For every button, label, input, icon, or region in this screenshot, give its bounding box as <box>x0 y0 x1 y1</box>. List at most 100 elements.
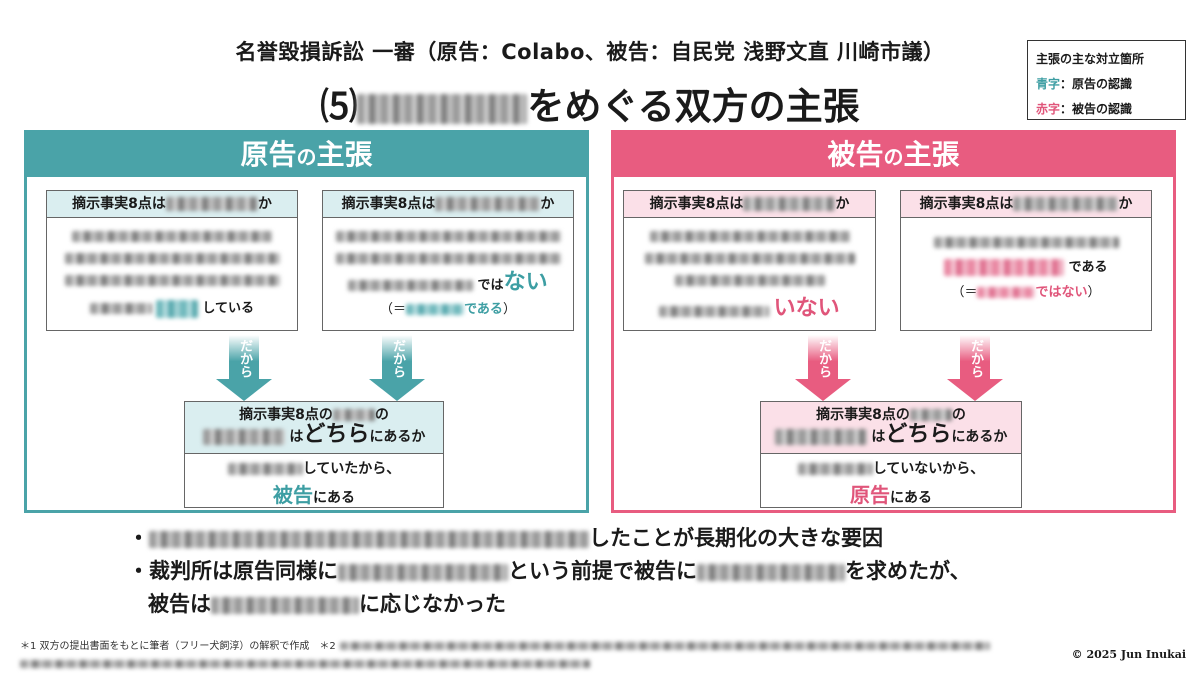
concl-body-line1: していないから、 <box>872 461 985 477</box>
concl-line1-prefix: 摘示事実8点の <box>239 407 333 423</box>
box-head-suffix: か <box>835 196 850 212</box>
redacted-text <box>90 303 153 314</box>
box-body-text: している <box>202 301 254 316</box>
concl-body-tail: にある <box>890 490 932 506</box>
paren-open: （＝ <box>951 285 978 300</box>
copyright: © 2025 Jun Inukai <box>1071 648 1186 661</box>
redacted-text <box>697 563 845 581</box>
arrow-label: だから <box>960 335 990 379</box>
legend-blue-key: 青字 <box>1036 77 1061 91</box>
bullet-2-text-a: ・裁判所は原告同様に <box>128 559 338 583</box>
box-body-accent: ない <box>503 270 548 295</box>
redacted-text <box>335 231 561 242</box>
redacted-text <box>227 463 303 475</box>
defendant-conclusion-box: 摘示事実8点のの はどちらにあるか していないから、 原告にある <box>760 401 1022 508</box>
box-head-suffix: か <box>257 196 272 212</box>
redacted-text <box>674 275 825 286</box>
defendant-claim-box-1-head: 摘示事実8点は か <box>624 191 875 218</box>
concl-line2-big: どちら <box>885 422 952 447</box>
box-head-prefix: 摘示事実8点は <box>72 196 166 212</box>
defendant-header-main: 被告 <box>827 138 884 171</box>
redacted-text <box>797 463 873 475</box>
redacted-text <box>659 306 770 317</box>
arrow-down-icon <box>795 379 851 401</box>
box-head-prefix: 摘示事実8点は <box>649 196 744 212</box>
arrow-label: だから <box>382 335 412 379</box>
box-head-suffix: か <box>1118 196 1133 212</box>
plaintiff-panel-header: 原告の主張 <box>27 133 586 177</box>
plaintiff-conclusion-head: 摘示事実8点のの はどちらにあるか <box>185 402 443 454</box>
redacted-text <box>211 596 359 614</box>
redacted-text <box>1013 197 1119 211</box>
concl-line2-tail: にあるか <box>951 429 1008 445</box>
plaintiff-claim-box-1-body: している <box>47 218 297 328</box>
redacted-text <box>357 93 528 124</box>
page-subtitle: ⑸をめぐる双方の主張 <box>200 76 980 130</box>
plaintiff-claim-box-1: 摘示事実8点は か している <box>46 190 298 331</box>
plaintiff-header-main: 原告 <box>240 138 297 171</box>
box-body-text: では <box>477 278 504 293</box>
bullet-2-text-c: を求めたが、 <box>845 559 971 583</box>
redacted-text <box>348 280 474 291</box>
page-title: 名誉毀損訴訟 一審（原告：Colabo、被告：自民党 浅野文直 川崎市議） <box>235 40 945 64</box>
concl-body-accent: 被告 <box>273 483 313 507</box>
bullet-2-text-e: に応じなかった <box>359 592 506 616</box>
defendant-arrow-2: だから <box>947 335 1003 401</box>
summary-bullets: ・したことが長期化の大きな要因 ・裁判所は原告同様にという前提で被告にを求めたが… <box>128 522 1088 621</box>
defendant-conclusion-head: 摘示事実8点のの はどちらにあるか <box>761 402 1021 454</box>
redacted-text <box>149 530 589 548</box>
redacted-text <box>977 287 1036 298</box>
redacted-text <box>649 231 850 242</box>
legend-blue-text: ：原告の認識 <box>1060 77 1133 91</box>
concl-line1-suffix: の <box>951 407 966 423</box>
redacted-text <box>406 304 465 315</box>
redacted-text <box>933 237 1119 248</box>
redacted-text <box>909 409 952 421</box>
redacted-text <box>774 429 867 445</box>
plaintiff-claim-box-2-head: 摘示事実8点はか <box>323 191 573 218</box>
legend-heading: 主張の主な対立箇所 <box>1036 52 1145 66</box>
footnote: ＊1 双方の提出書面をもとに筆者（フリー犬飼淳）の解釈で作成 ＊2 <box>20 638 1070 674</box>
defendant-claim-box-1-body: いない <box>624 218 875 331</box>
bullet-2-cont: 被告はに応じなかった <box>128 588 1088 621</box>
plaintiff-claim-box-1-head: 摘示事実8点は か <box>47 191 297 218</box>
bullet-mark: ・ <box>128 526 149 550</box>
box-head-suffix: か <box>540 196 555 212</box>
defendant-panel-header: 被告の主張 <box>614 133 1173 177</box>
arrow-down-icon <box>369 379 425 401</box>
legend-red-row: 赤字：被告の認識 <box>1036 97 1177 122</box>
redacted-text <box>202 429 285 445</box>
arrow-down-icon <box>947 379 1003 401</box>
plaintiff-claim-box-2: 摘示事実8点はか ではない （＝である） <box>322 190 574 331</box>
redacted-text <box>435 197 541 211</box>
legend-red-key: 赤字 <box>1036 102 1061 116</box>
redacted-text <box>64 275 280 286</box>
concl-line2-tail: にあるか <box>369 429 426 445</box>
box-body-text: である <box>1068 260 1108 275</box>
plaintiff-claim-box-2-body: ではない （＝である） <box>323 218 573 329</box>
paren-accent: ではない <box>1035 285 1088 300</box>
redacted-text <box>743 197 836 211</box>
box-body-accent: いない <box>773 296 840 321</box>
redacted-text <box>944 259 1065 276</box>
plaintiff-header-tail: 主張 <box>316 138 373 171</box>
plaintiff-arrow-1: だから <box>216 335 272 401</box>
redacted-text <box>338 563 508 581</box>
defendant-header-small: の <box>883 145 904 169</box>
defendant-header-tail: 主張 <box>903 138 960 171</box>
concl-body-accent: 原告 <box>850 483 890 507</box>
redacted-text <box>20 660 590 668</box>
redacted-text <box>332 409 375 421</box>
defendant-claim-box-2-body: である （＝ ではない） <box>901 218 1151 312</box>
redacted-text <box>72 231 272 242</box>
defendant-claim-box-1: 摘示事実8点は か いない <box>623 190 876 331</box>
concl-body-tail: にある <box>313 490 355 506</box>
concl-line2-small: は <box>871 429 886 445</box>
defendant-conclusion-body: していないから、 原告にある <box>761 454 1021 511</box>
legend-red-text: ：被告の認識 <box>1060 102 1133 116</box>
box-head-prefix: 摘示事実8点は <box>919 196 1014 212</box>
paren-close: ） <box>1087 285 1101 300</box>
concl-line1-suffix: の <box>374 407 389 423</box>
subtitle-text: をめぐる双方の主張 <box>527 85 860 128</box>
concl-line2-big: どちら <box>303 422 370 447</box>
